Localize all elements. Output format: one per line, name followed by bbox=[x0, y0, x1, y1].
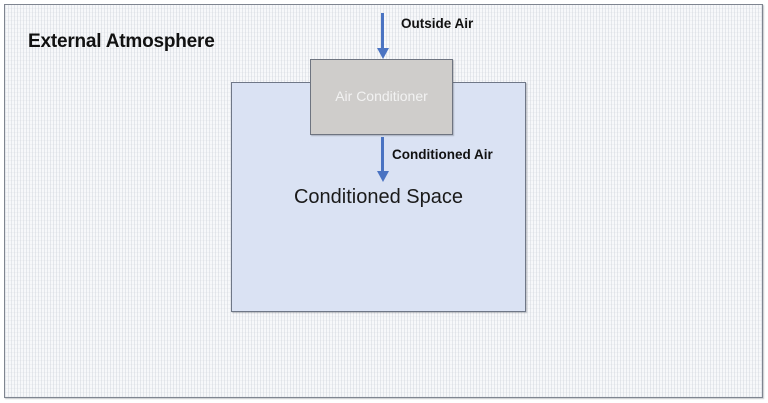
arrow-shaft bbox=[381, 13, 384, 49]
arrow-head bbox=[376, 171, 389, 182]
air-conditioner-label: Air Conditioner bbox=[335, 88, 428, 104]
arrow-head bbox=[376, 48, 389, 59]
conditioned-space-label: Conditioned Space bbox=[293, 186, 463, 208]
outside-air-arrow-icon bbox=[376, 13, 389, 59]
conditioned-air-label: Conditioned Air bbox=[392, 147, 493, 162]
conditioned-air-arrow-icon bbox=[376, 137, 389, 183]
outside-air-label: Outside Air bbox=[401, 16, 474, 31]
air-conditioner-box: Air Conditioner bbox=[310, 59, 453, 135]
arrow-shaft bbox=[381, 137, 384, 172]
external-atmosphere-label: External Atmosphere bbox=[28, 31, 215, 52]
